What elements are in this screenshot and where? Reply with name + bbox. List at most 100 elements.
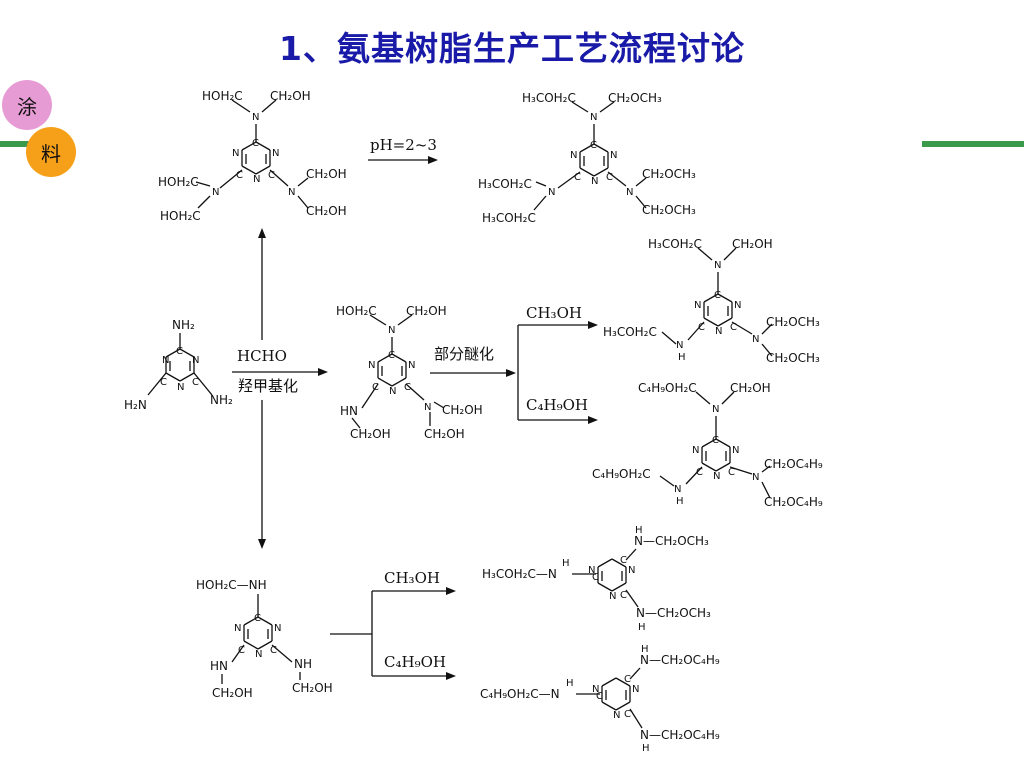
molecule-intermediate: N N N N HOH₂C CH₂OH HN CH₂OH N CH₂OH CH₂… [336,304,483,441]
svg-text:N: N [570,150,577,161]
hexamethylol-right-bottom: CH₂OH [306,204,347,218]
molecule-tributoxy: N N N N—CH₂OC₄H₉ H H C₄H₉OH₂C—N N—CH₂OC₄… [480,644,720,754]
molecule-trimethylol: N N N HOH₂C—NH HN CH₂OH NH CH₂OH [196,578,333,700]
svg-text:N: N [714,260,721,271]
svg-text:N: N [252,112,259,123]
hexamethylol-right-top: CH₂OH [306,167,347,181]
svg-text:C: C [574,172,581,183]
svg-text:N: N [255,649,262,660]
svg-text:C: C [254,613,261,624]
svg-text:C: C [404,382,411,393]
svg-text:N: N [272,148,279,159]
trimethoxy-top-h: H [635,525,643,536]
hexamethylol-left-bottom: HOH₂C [160,209,201,223]
hexamethylol-top-left: HOH₂C [202,89,243,103]
label-c4h9oh-mid: C₄H₉OH [526,396,588,414]
hexamethoxy-left-bottom: H₃COH₂C [482,211,536,225]
svg-text:C: C [712,435,719,446]
svg-text:N: N [592,684,599,695]
svg-text:C: C [620,590,627,601]
trimethoxy-bottom-h: H [638,622,646,633]
svg-text:C: C [590,140,597,151]
label-hydroxymethylation: 羟甲基化 [238,377,298,395]
svg-text:N: N [388,325,395,336]
svg-text:N: N [368,360,375,371]
svg-text:C: C [270,645,277,656]
svg-text:C: C [606,172,613,183]
svg-text:N: N [609,591,616,602]
tributoxy-bottom-h: H [642,743,650,754]
svg-text:N: N [715,326,722,337]
svg-text:N: N [752,334,759,345]
hexamethylol-left-top: HOH₂C [158,175,199,189]
label-ch3oh-mid: CH₃OH [526,304,582,322]
svg-text:N: N [408,360,415,371]
trimethylol-right-nh: NH [294,657,312,671]
methylated-top-left: H₃COH₂C [648,237,702,251]
svg-text:C: C [192,377,199,388]
label-hcho: HCHO [237,347,287,365]
badge-top-label: 涂 [17,94,37,119]
svg-text:C: C [176,346,183,357]
label-ph: pH=2~3 [370,136,437,154]
svg-text:N: N [234,623,241,634]
trimethylol-left-sub: CH₂OH [212,686,253,700]
svg-text:C: C [596,691,603,702]
svg-text:N: N [177,382,184,393]
trimethoxy-left-h: H [562,558,570,569]
svg-text:N: N [628,565,635,576]
molecule-butylated-partial: N N N N C₄H₉OH₂C CH₂OH C₄H₉OH₂C N H N CH… [592,381,823,509]
badge-bottom-label: 料 [41,141,61,166]
svg-text:C: C [714,290,721,301]
svg-text:N: N [232,148,239,159]
methylated-top-right: CH₂OH [732,237,773,251]
svg-text:N: N [613,710,620,721]
svg-text:C: C [698,322,705,333]
svg-text:N: N [588,565,595,576]
butylated-left: C₄H₉OH₂C [592,467,651,481]
butylated-right-top: CH₂OC₄H₉ [764,457,823,471]
hexamethoxy-right-top: CH₂OCH₃ [642,167,696,181]
butylated-right-bottom: CH₂OC₄H₉ [764,495,823,509]
svg-text:C: C [236,170,243,181]
svg-text:C: C [728,467,735,478]
svg-text:C: C [252,138,259,149]
methylated-right-top: CH₂OCH₃ [766,315,820,329]
melamine-left: H₂N [124,398,147,412]
badge-top: 涂 [2,80,52,130]
hexamethylol-top-right: CH₂OH [270,89,311,103]
molecule-hexamethoxy: N N N N H₃COH₂C CH₂OCH₃ N H₃COH₂C H₃COH₂… [478,91,696,225]
svg-text:C: C [624,709,631,720]
svg-text:N: N [732,445,739,456]
svg-text:N: N [192,355,199,366]
hexamethoxy-right-bottom: CH₂OCH₃ [642,203,696,217]
svg-text:N: N [424,402,431,413]
svg-text:C: C [620,555,627,566]
label-ch3oh-bottom: CH₃OH [384,569,440,587]
svg-text:C: C [372,382,379,393]
hexamethoxy-left-top: H₃COH₂C [478,177,532,191]
svg-text:N: N [713,471,720,482]
molecule-melamine: N N N NH₂ H₂N NH₂ [124,318,233,412]
svg-text:N: N [676,340,683,351]
slide-title: 1、氨基树脂生产工艺流程讨论 [279,29,745,68]
svg-text:N: N [626,187,633,198]
trimethoxy-top: N—CH₂OCH₃ [634,534,709,548]
svg-text:C: C [160,377,167,388]
intermediate-left-nh: HN [340,404,358,418]
butylated-left-nh: H [676,496,684,507]
trimethoxy-left: H₃COH₂C—N [482,567,557,581]
methylated-left-nh: H [678,352,686,363]
svg-text:C: C [268,170,275,181]
tributoxy-left: C₄H₉OH₂C—N [480,687,560,701]
melamine-right: NH₂ [210,393,233,407]
trimethoxy-bottom: N—CH₂OCH₃ [636,606,711,620]
trimethylol-right-sub: CH₂OH [292,681,333,695]
svg-text:N: N [632,684,639,695]
methylated-left: H₃COH₂C [603,325,657,339]
svg-text:C: C [624,674,631,685]
svg-text:C: C [238,645,245,656]
svg-text:C: C [592,572,599,583]
butylated-top-right: CH₂OH [730,381,771,395]
